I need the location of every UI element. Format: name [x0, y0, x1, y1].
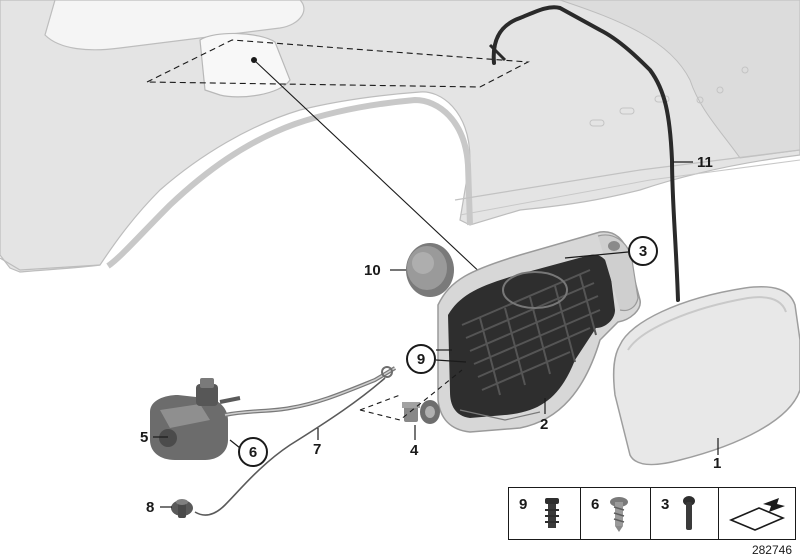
grommet — [171, 499, 193, 518]
callout-9: 9 — [406, 344, 436, 374]
callout-2: 2 — [540, 416, 549, 433]
legend-cell-rivet: 9 — [509, 488, 581, 539]
plug-icon — [683, 496, 695, 530]
drain-hose — [491, 5, 680, 302]
filler-housing — [437, 231, 641, 433]
actuator — [150, 378, 241, 460]
legend-label: 3 — [661, 496, 670, 513]
round-cap — [406, 243, 454, 297]
side-panel — [0, 0, 800, 273]
fastener-legend: 9 6 3 — [508, 487, 796, 540]
callout-4: 4 — [410, 442, 419, 459]
callout-5: 5 — [140, 429, 149, 446]
legend-cell-plug: 3 — [651, 488, 719, 539]
legend-label: 9 — [519, 496, 528, 513]
callout-3: 3 — [628, 236, 658, 266]
clip-parts — [402, 400, 440, 424]
location-marker-dashed — [146, 39, 530, 88]
callout-6: 6 — [238, 437, 268, 467]
release-cable — [194, 377, 386, 516]
legend-label: 6 — [591, 496, 600, 513]
push-rivet-icon — [545, 498, 559, 528]
legend-cell-screw: 6 — [581, 488, 651, 539]
callout-10: 10 — [364, 262, 381, 279]
diagram-code: 282746 — [751, 543, 792, 557]
callout-11: 11 — [697, 154, 713, 171]
leader-line-panel — [253, 59, 487, 279]
callout-7: 7 — [313, 441, 322, 458]
fuel-door-flap — [612, 286, 800, 466]
legend-cell-arrow — [719, 488, 794, 539]
callout-8: 8 — [146, 499, 155, 516]
arrow-panel-icon — [728, 498, 786, 531]
screw-icon — [610, 497, 628, 532]
callout-1: 1 — [713, 455, 722, 472]
